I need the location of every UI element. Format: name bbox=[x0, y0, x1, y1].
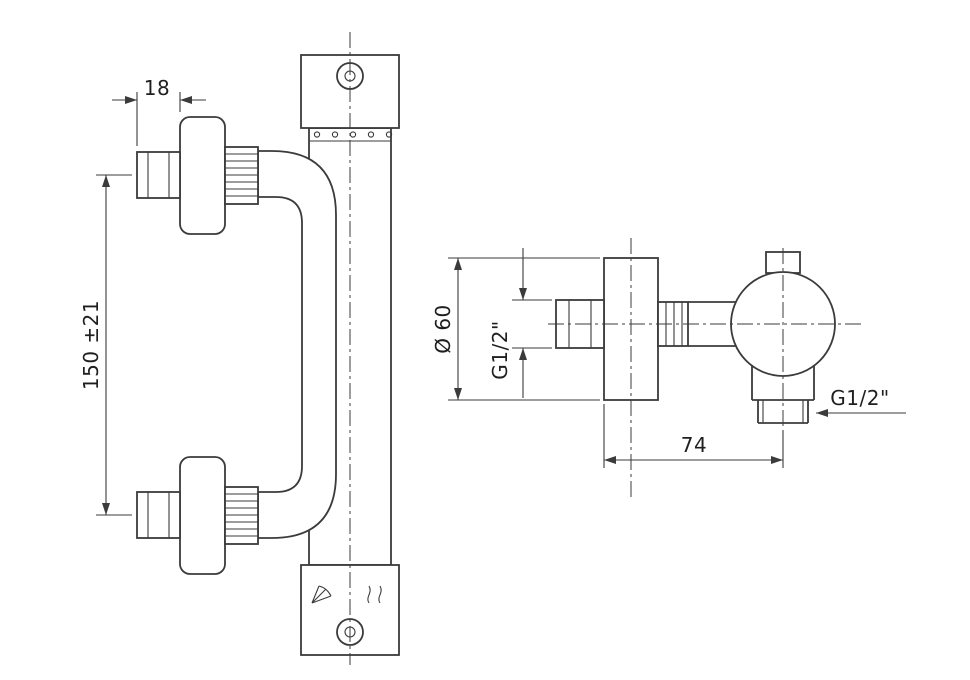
dim-d60-label: Ø 60 bbox=[431, 304, 455, 354]
bottom-union-nut-ribs bbox=[225, 493, 258, 537]
bottom-inlet-assembly bbox=[136, 456, 259, 575]
dimension-wall-to-outlet: 74 bbox=[603, 404, 784, 468]
dimension-nut-width: 18 bbox=[112, 76, 206, 146]
top-escutcheon bbox=[179, 116, 226, 235]
dim-18-label: 18 bbox=[144, 76, 170, 100]
bottom-inlet-nut bbox=[136, 491, 181, 539]
dim-outlet-thread-label: G1/2" bbox=[830, 386, 889, 410]
bottom-escutcheon bbox=[179, 456, 226, 575]
front-view: 18 150 ±21 bbox=[79, 54, 400, 656]
dim-74-label: 74 bbox=[681, 433, 707, 457]
dim-inlet-thread-label: G1/2" bbox=[488, 320, 512, 379]
dimension-inlet-thread: G1/2" bbox=[488, 248, 552, 398]
dimension-escutcheon-diameter: Ø 60 bbox=[431, 257, 600, 401]
top-inlet-nut bbox=[136, 151, 181, 199]
centerlines bbox=[349, 32, 862, 665]
dim-150-label: 150 ±21 bbox=[79, 300, 103, 390]
side-view: Ø 60 G1/2" 74 G1/2" bbox=[431, 248, 906, 468]
scale-dots bbox=[313, 131, 393, 138]
wave-pattern-icon bbox=[367, 585, 382, 604]
dimension-center-distance: 150 ±21 bbox=[79, 174, 132, 516]
top-inlet-assembly bbox=[136, 116, 259, 235]
top-union-nut-ribs bbox=[225, 153, 258, 197]
dimension-outlet-thread: G1/2" bbox=[816, 386, 906, 417]
spray-pattern-icon bbox=[311, 585, 332, 604]
connecting-tube bbox=[257, 150, 337, 539]
